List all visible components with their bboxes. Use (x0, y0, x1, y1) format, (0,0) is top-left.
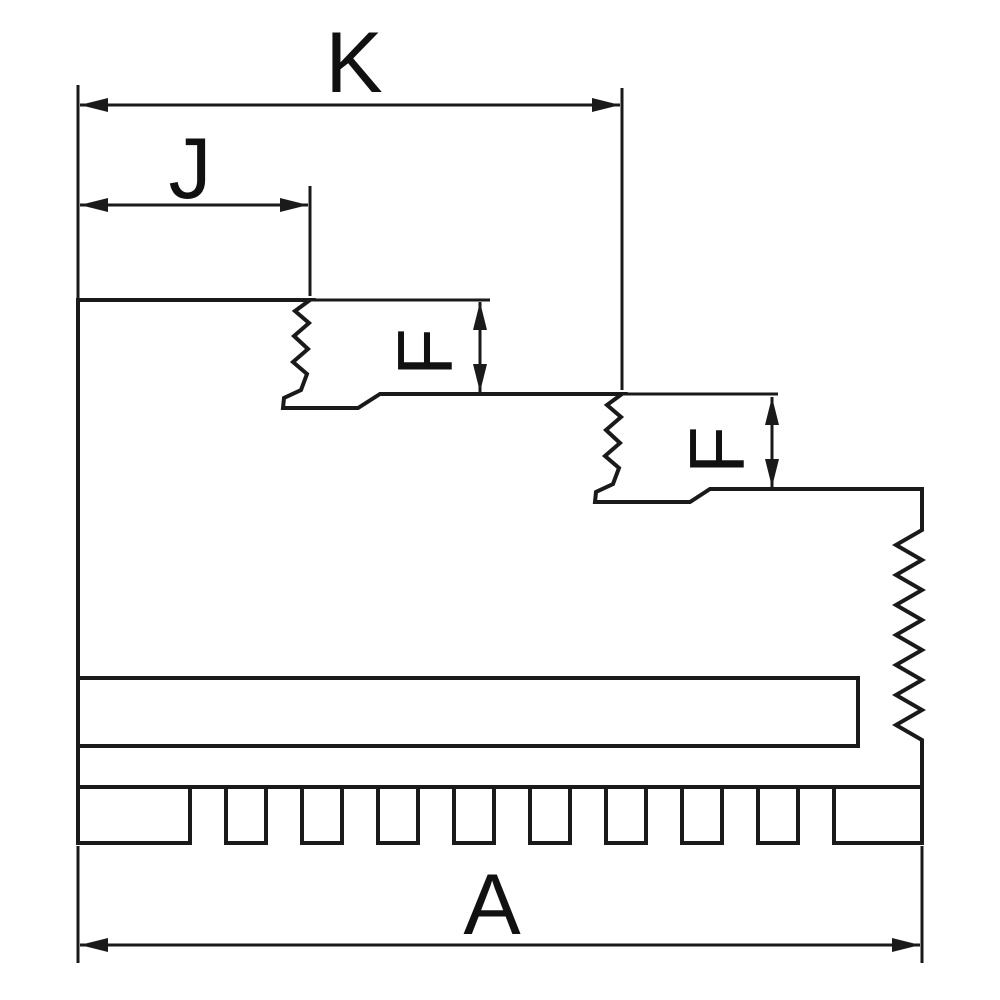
guide-slot (76, 676, 860, 748)
dimension-a: A (76, 846, 924, 963)
dimension-label-f-upper: F (381, 328, 469, 376)
dimension-f-upper: F (310, 298, 490, 392)
jaw-outline (76, 298, 927, 845)
dimension-j: J (80, 121, 312, 296)
dimension-label-k: K (325, 15, 382, 111)
dimension-label-a: A (463, 857, 521, 953)
dimension-label-j: J (169, 121, 212, 217)
dimension-k: K (76, 15, 624, 390)
dimension-f-lower: F (622, 392, 779, 487)
dimension-label-f-lower: F (673, 426, 761, 474)
